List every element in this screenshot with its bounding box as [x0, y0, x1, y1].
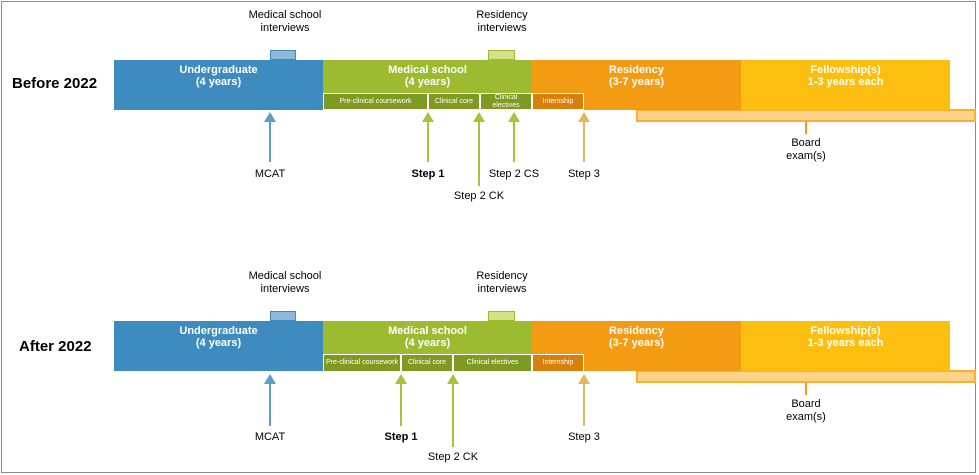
after-sub-electives: Clinical electives — [453, 354, 532, 372]
before-board-line1: Board — [791, 137, 821, 149]
after-step2ck-arrow — [447, 374, 459, 447]
before-step2ck-label: Step 2 CK — [453, 190, 505, 202]
after-fellowship-bar: Fellowship(s) 1-3 years each — [741, 321, 950, 371]
before-sub-internship: Internship — [532, 93, 584, 110]
after-res-interviews-label: Residency interviews — [462, 270, 542, 296]
before-step2ck-arrow — [473, 112, 485, 186]
before-step2cs-arrow — [508, 112, 520, 162]
before-board-label: Board exam(s) — [776, 137, 836, 163]
after-med-interviews-line1: Medical school — [248, 270, 322, 282]
after-undergrad-bar: Undergraduate (4 years) — [114, 321, 323, 371]
before-res-interviews-line2: interviews — [477, 22, 527, 34]
after-mcat-arrow — [264, 374, 276, 426]
after-board-line1: Board — [791, 398, 821, 410]
before-board-bar — [636, 109, 976, 122]
before-step3-arrow — [578, 112, 590, 162]
before-undergrad-bar: Undergraduate (4 years) — [114, 60, 323, 110]
before-residency-line1: Residency — [608, 64, 665, 76]
after-residency-line2: (3-7 years) — [608, 337, 665, 349]
before-step1-arrow — [422, 112, 434, 162]
after-med-interviews-line2: interviews — [260, 283, 310, 295]
before-res-interviews-label: Residency interviews — [462, 9, 542, 35]
before-medschool-line2: (4 years) — [404, 76, 451, 88]
after-step1-label: Step 1 — [384, 431, 418, 443]
after-res-interviews-line2: interviews — [477, 283, 527, 295]
after-undergrad-title: Undergraduate (4 years) — [114, 325, 323, 349]
before-arrows — [264, 112, 807, 186]
after-sub-internship: Internship — [532, 354, 584, 372]
before-fellowship-line2: 1-3 years each — [807, 76, 884, 88]
after-board-label: Board exam(s) — [776, 398, 836, 424]
after-medschool-line2: (4 years) — [404, 337, 451, 349]
after-residency-title: Residency (3-7 years) — [532, 325, 741, 349]
before-sub-electives: Clinical electives — [480, 93, 532, 110]
before-med-interviews-tab — [270, 50, 296, 60]
before-sub-core: Clinical core — [428, 93, 480, 110]
before-res-interviews-line1: Residency — [476, 9, 528, 21]
after-row-label: After 2022 — [19, 338, 92, 355]
before-medschool-title: Medical school (4 years) — [323, 64, 532, 88]
after-undergrad-line2: (4 years) — [195, 337, 242, 349]
after-fellowship-title: Fellowship(s) 1-3 years each — [741, 325, 950, 349]
after-medschool-line1: Medical school — [388, 325, 467, 337]
after-mcat-label: MCAT — [254, 431, 286, 443]
before-undergrad-line2: (4 years) — [195, 76, 242, 88]
after-fellowship-line1: Fellowship(s) — [810, 325, 881, 337]
after-sub-preclinical: Pre-clinical coursework — [323, 354, 401, 372]
after-sub-core: Clinical core — [401, 354, 453, 372]
before-board-line2: exam(s) — [786, 150, 826, 162]
before-row-label: Before 2022 — [12, 75, 98, 92]
before-undergrad-title: Undergraduate (4 years) — [114, 64, 323, 88]
after-residency-line1: Residency — [608, 325, 665, 337]
before-undergrad-line1: Undergraduate — [179, 64, 258, 76]
after-step2ck-label: Step 2 CK — [427, 451, 479, 463]
after-res-interviews-tab — [488, 311, 515, 321]
after-medschool-title: Medical school (4 years) — [323, 325, 532, 349]
before-mcat-arrow — [264, 112, 276, 162]
before-step3-label: Step 3 — [568, 168, 600, 180]
after-board-line2: exam(s) — [786, 411, 826, 423]
before-sub-preclinical: Pre-clinical coursework — [323, 93, 428, 110]
before-fellowship-line1: Fellowship(s) — [810, 64, 881, 76]
before-fellowship-title: Fellowship(s) 1-3 years each — [741, 64, 950, 88]
after-board-bar — [636, 370, 976, 383]
after-step3-label: Step 3 — [568, 431, 600, 443]
before-med-interviews-label: Medical school interviews — [237, 9, 333, 35]
before-residency-line2: (3-7 years) — [608, 76, 665, 88]
before-residency-title: Residency (3-7 years) — [532, 64, 741, 88]
after-med-interviews-tab — [270, 311, 296, 321]
before-med-interviews-line2: interviews — [260, 22, 310, 34]
after-med-interviews-label: Medical school interviews — [237, 270, 333, 296]
before-med-interviews-line1: Medical school — [248, 9, 322, 21]
before-step2cs-label: Step 2 CS — [488, 168, 540, 180]
after-undergrad-line1: Undergraduate — [179, 325, 258, 337]
before-res-interviews-tab — [488, 50, 515, 60]
before-fellowship-bar: Fellowship(s) 1-3 years each — [741, 60, 950, 110]
after-res-interviews-line1: Residency — [476, 270, 528, 282]
after-step1-arrow — [395, 374, 407, 426]
before-mcat-label: MCAT — [254, 168, 286, 180]
after-step3-arrow — [578, 374, 590, 426]
after-fellowship-line2: 1-3 years each — [807, 337, 884, 349]
before-step1-label: Step 1 — [411, 168, 445, 180]
before-medschool-line1: Medical school — [388, 64, 467, 76]
